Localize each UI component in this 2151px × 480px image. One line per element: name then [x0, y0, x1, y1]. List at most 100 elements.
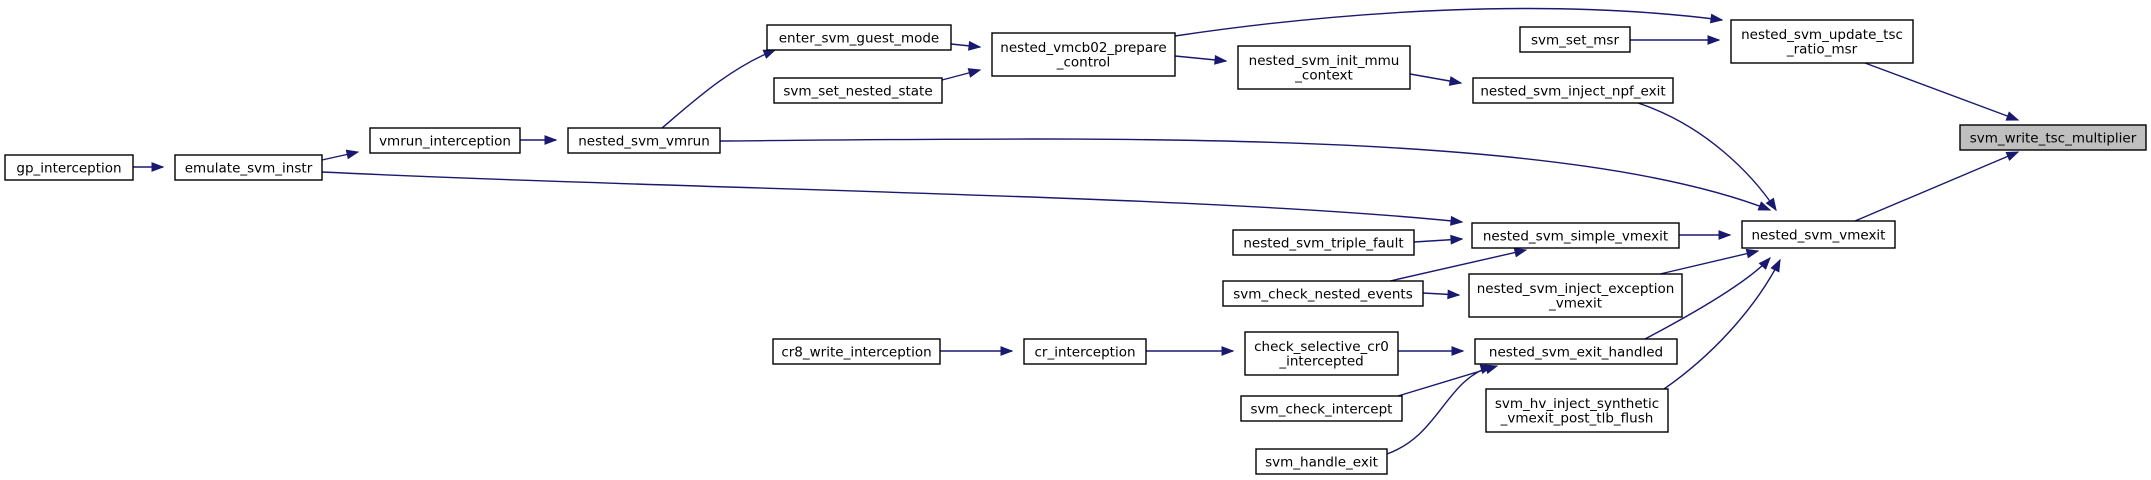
- edge-nested_svm_vmexit-to-svm_write_tsc_multiplier: [1854, 151, 2020, 222]
- node-box: [1519, 26, 1631, 53]
- arrow-head: [1718, 230, 1732, 240]
- edge-nested_svm_vmrun-to-nested_svm_vmexit: [719, 138, 1772, 211]
- edge-nested_svm_inject_exception_vmexit-to-nested_svm_vmexit: [1659, 248, 1760, 275]
- node-label: cr_interception: [1034, 344, 1135, 360]
- node-label: enter_svm_guest_mode: [779, 30, 939, 46]
- node-nested-svm-simple-vmexit[interactable]: nested_svm_simple_vmexit: [1471, 222, 1680, 249]
- edge-emulate_svm_instr-to-vmrun_interception: [321, 149, 360, 161]
- arrow-head: [1758, 256, 1771, 270]
- arrow-head: [1451, 346, 1465, 356]
- edge-nested_svm_inject_npf_exit-to-nested_svm_vmexit: [1637, 102, 1777, 212]
- arrow-head: [1447, 289, 1461, 300]
- node-label: svm_set_msr: [1531, 32, 1619, 48]
- node-gp-interception[interactable]: gp_interception: [4, 154, 134, 181]
- node-box: [4, 154, 134, 181]
- node-box: [1730, 19, 1914, 64]
- edge-line: [719, 138, 1771, 211]
- node-nested-svm-update-tsc-ratio-msr[interactable]: nested_svm_update_tsc_ratio_msr: [1730, 19, 1914, 64]
- node-label: nested_svm_vmrun: [578, 133, 710, 149]
- node-svm-hv-inject-synthetic-vmexit-post-tlb-flush[interactable]: svm_hv_inject_synthetic_vmexit_post_tlb_…: [1485, 388, 1669, 433]
- arrow-head: [1757, 201, 1772, 211]
- arrow-head: [1450, 215, 1464, 226]
- edge-nested_svm_update_tsc_ratio_msr-to-svm_write_tsc_multiplier: [1864, 62, 2020, 121]
- arrow-head: [762, 49, 777, 59]
- node-label: svm_write_tsc_multiplier: [1970, 130, 2137, 146]
- arrow-head: [151, 162, 165, 172]
- node-svm-set-msr[interactable]: svm_set_msr: [1519, 26, 1631, 53]
- node-box: [369, 127, 521, 154]
- edge-line: [1854, 151, 2019, 222]
- edge-svm_handle_exit-to-nested_svm_exit_handled: [1386, 364, 1494, 455]
- node-svm-check-nested-events[interactable]: svm_check_nested_events: [1222, 280, 1424, 307]
- node-label: nested_svm_init_mmu: [1249, 53, 1400, 69]
- node-nested-svm-exit-handled[interactable]: nested_svm_exit_handled: [1474, 338, 1678, 365]
- node-cr8-write-interception[interactable]: cr8_write_interception: [772, 338, 941, 365]
- arrow-head: [1214, 54, 1228, 65]
- edge-line: [661, 49, 776, 129]
- edge-line: [1389, 249, 1527, 282]
- node-label: nested_vmcb02_prepare: [1000, 40, 1166, 56]
- node-nested-svm-vmexit[interactable]: nested_svm_vmexit: [1741, 220, 1896, 249]
- node-svm-check-intercept[interactable]: svm_check_intercept: [1240, 395, 1403, 422]
- edge-cr8_write_interception-to-cr_interception: [940, 346, 1014, 356]
- edge-nested_svm_simple_vmexit-to-nested_svm_vmexit: [1679, 230, 1732, 240]
- node-box: [766, 24, 952, 51]
- node-box: [1023, 338, 1147, 365]
- node-label: svm_hv_inject_synthetic: [1495, 396, 1659, 412]
- edge-emulate_svm_instr-to-nested_svm_simple_vmexit: [321, 171, 1464, 226]
- node-label: emulate_svm_instr: [185, 160, 313, 176]
- node-box: [1959, 124, 2147, 151]
- edge-check_selective_cr0_intercepted-to-nested_svm_exit_handled: [1398, 346, 1465, 356]
- node-box: [1237, 45, 1411, 90]
- edge-nested_svm_exit_handled-to-nested_svm_vmexit: [1644, 256, 1771, 340]
- node-vmrun-interception[interactable]: vmrun_interception: [369, 127, 521, 154]
- node-nested-svm-inject-exception-vmexit[interactable]: nested_svm_inject_exception_vmexit: [1468, 273, 1683, 318]
- arrow-head: [1770, 258, 1781, 273]
- edge-nested_vmcb02_prepare_control-to-nested_svm_update_tsc_ratio_msr: [1174, 7, 1724, 37]
- arrow-head: [1450, 234, 1464, 245]
- node-box: [1471, 222, 1680, 249]
- edge-line: [1864, 62, 2019, 121]
- edge-line: [1174, 7, 1723, 37]
- node-label: gp_interception: [16, 160, 121, 176]
- node-label: nested_svm_exit_handled: [1489, 344, 1663, 360]
- node-nested-svm-inject-npf-exit[interactable]: nested_svm_inject_npf_exit: [1472, 77, 1674, 104]
- arrow-head: [968, 40, 982, 51]
- node-label: nested_svm_vmexit: [1752, 227, 1886, 243]
- node-label: _vmexit_post_tlb_flush: [1500, 411, 1654, 427]
- edge-line: [1637, 102, 1777, 211]
- arrow-head: [345, 149, 360, 160]
- node-box: [1468, 273, 1683, 318]
- edge-nested_svm_triple_fault-to-nested_svm_simple_vmexit: [1413, 234, 1464, 245]
- node-label: nested_svm_inject_exception: [1477, 281, 1675, 297]
- edge-nested_vmcb02_prepare_control-to-nested_svm_init_mmu_context: [1174, 54, 1228, 65]
- node-svm-handle-exit[interactable]: svm_handle_exit: [1255, 448, 1388, 475]
- edge-line: [1663, 259, 1781, 390]
- node-nested-svm-vmrun[interactable]: nested_svm_vmrun: [567, 127, 721, 154]
- node-cr-interception[interactable]: cr_interception: [1023, 338, 1147, 365]
- node-label: _intercepted: [1278, 354, 1363, 370]
- node-svm-set-nested-state[interactable]: svm_set_nested_state: [773, 77, 943, 104]
- node-nested-svm-init-mmu-context[interactable]: nested_svm_init_mmu_context: [1237, 45, 1411, 90]
- node-box: [773, 77, 943, 104]
- edge-cr_interception-to-check_selective_cr0_intercepted: [1146, 346, 1235, 356]
- edge-line: [321, 171, 1463, 223]
- arrow-head: [1709, 13, 1724, 24]
- node-svm-write-tsc-multiplier[interactable]: svm_write_tsc_multiplier: [1959, 124, 2147, 151]
- node-enter-svm-guest-mode[interactable]: enter_svm_guest_mode: [766, 24, 952, 51]
- node-nested-vmcb02-prepare-control[interactable]: nested_vmcb02_prepare_control: [991, 32, 1176, 77]
- node-check-selective-cr0-intercepted[interactable]: check_selective_cr0_intercepted: [1244, 331, 1399, 376]
- node-box: [174, 154, 323, 181]
- node-nested-svm-triple-fault[interactable]: nested_svm_triple_fault: [1232, 229, 1415, 256]
- edge-svm_check_nested_events-to-nested_svm_simple_vmexit: [1389, 247, 1528, 282]
- node-label: check_selective_cr0: [1254, 339, 1389, 355]
- node-box: [1741, 220, 1896, 249]
- node-label: svm_check_nested_events: [1233, 286, 1413, 302]
- node-label: _ratio_msr: [1786, 42, 1858, 58]
- arrow-head: [1479, 364, 1494, 375]
- node-emulate-svm-instr[interactable]: emulate_svm_instr: [174, 154, 323, 181]
- node-label: nested_svm_triple_fault: [1243, 235, 1403, 251]
- edge-svm_set_nested_state-to-nested_vmcb02_prepare_control: [941, 68, 982, 81]
- node-label: nested_svm_update_tsc: [1741, 27, 1903, 43]
